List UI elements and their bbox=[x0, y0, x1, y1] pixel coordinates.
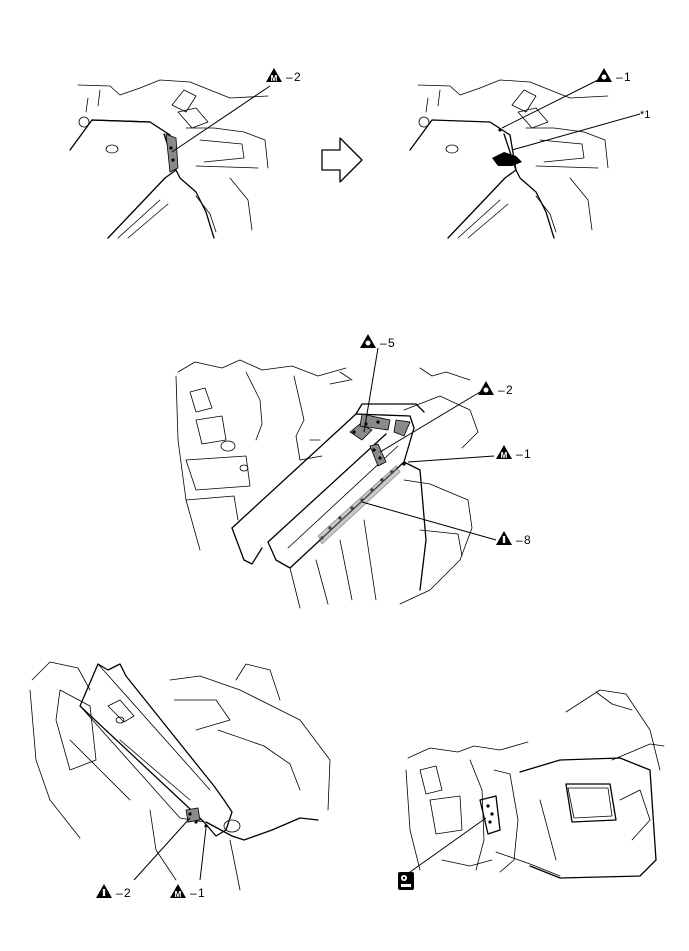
panel-bottom-right bbox=[405, 689, 665, 879]
reference-label: *1 bbox=[640, 109, 650, 121]
weld-mig-icon: M bbox=[170, 884, 186, 899]
panel-top-left-before bbox=[69, 79, 271, 239]
weld-plug-icon bbox=[496, 531, 512, 545]
callout-count: 1 bbox=[524, 447, 531, 461]
weld-plug-icon bbox=[96, 884, 112, 898]
svg-text:–: – bbox=[380, 336, 387, 350]
svg-text:–: – bbox=[516, 533, 523, 547]
svg-text:–: – bbox=[516, 447, 523, 461]
callout-middle-1: M – 1 bbox=[496, 445, 531, 461]
weld-spot-icon bbox=[360, 334, 376, 348]
callout-middle-8: – 8 bbox=[496, 531, 531, 547]
callout-count: 1 bbox=[624, 70, 631, 84]
callout-count: 2 bbox=[124, 886, 131, 900]
weld-spot-icon bbox=[596, 68, 612, 82]
weld-mig-icon: M bbox=[266, 68, 282, 83]
callout-middle-5: – 5 bbox=[360, 334, 395, 350]
callout-middle-2: – 2 bbox=[478, 381, 513, 397]
callout-bottom-2: – 2 bbox=[96, 884, 131, 900]
svg-text:–: – bbox=[286, 70, 293, 84]
svg-text:–: – bbox=[116, 886, 123, 900]
panel-bottom-left bbox=[29, 661, 331, 891]
svg-text:–: – bbox=[190, 886, 197, 900]
callout-count: 8 bbox=[524, 533, 531, 547]
svg-text:–: – bbox=[616, 70, 623, 84]
callout-count: 2 bbox=[294, 70, 301, 84]
callout-bottom-1: M – 1 bbox=[170, 884, 205, 900]
sealer-icon bbox=[398, 872, 414, 890]
callout-count: 1 bbox=[198, 886, 205, 900]
svg-text:M: M bbox=[271, 74, 278, 83]
weld-mig-icon: M bbox=[496, 445, 512, 460]
panel-middle bbox=[175, 347, 497, 609]
panel-top-right-after bbox=[409, 79, 641, 239]
callout-top-left: M – 2 bbox=[266, 68, 301, 84]
svg-text:M: M bbox=[501, 451, 508, 460]
svg-text:–: – bbox=[498, 383, 505, 397]
callout-count: 5 bbox=[388, 336, 395, 350]
weld-spot-icon bbox=[478, 381, 494, 395]
callout-count: 2 bbox=[506, 383, 513, 397]
callout-top-right: – 1 *1 bbox=[596, 68, 650, 121]
right-arrow-icon bbox=[321, 137, 363, 183]
svg-text:M: M bbox=[175, 890, 182, 899]
